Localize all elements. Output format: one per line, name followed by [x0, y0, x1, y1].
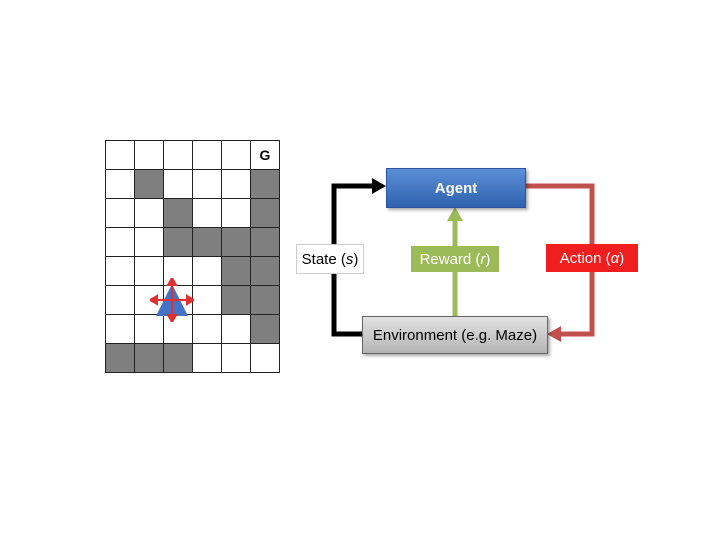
maze-open-cell: [193, 170, 222, 199]
state-arrowhead: [372, 178, 386, 194]
maze-open-cell: [193, 315, 222, 344]
maze-goal-cell: G: [251, 141, 280, 170]
maze-open-cell: [164, 170, 193, 199]
agent-label: Agent: [434, 179, 478, 197]
maze-open-cell: [135, 199, 164, 228]
maze-open-cell: [193, 257, 222, 286]
maze-open-cell: [106, 228, 135, 257]
reward-label: Reward (r): [411, 246, 499, 272]
maze-open-cell: [106, 257, 135, 286]
action-arrowhead: [547, 326, 561, 342]
reward-arrowhead: [447, 207, 463, 221]
maze-wall-cell: [251, 228, 280, 257]
reward-close: ): [485, 250, 491, 268]
maze-open-cell: [135, 228, 164, 257]
maze-wall-cell: [164, 228, 193, 257]
maze-open-cell: [222, 199, 251, 228]
maze-wall-cell: [222, 286, 251, 315]
environment-box: Environment (e.g. Maze): [362, 316, 548, 354]
agent-box: Agent: [386, 168, 526, 208]
maze-open-cell: [164, 141, 193, 170]
reward-var: r: [480, 250, 486, 268]
maze-open-cell: [222, 141, 251, 170]
maze-open-cell: [106, 170, 135, 199]
maze-open-cell: [251, 344, 280, 373]
maze-open-cell: [164, 257, 193, 286]
maze-wall-cell: [164, 199, 193, 228]
maze-wall-cell: [222, 257, 251, 286]
maze-open-cell: [222, 315, 251, 344]
maze-open-cell: [222, 344, 251, 373]
maze-open-cell: [135, 257, 164, 286]
maze-wall-cell: [164, 344, 193, 373]
maze-wall-cell: [222, 228, 251, 257]
arrow-down-icon: [166, 314, 178, 322]
maze-wall-cell: [251, 286, 280, 315]
state-label: State (s): [296, 244, 364, 274]
arrow-right-icon: [186, 294, 194, 306]
maze-wall-cell: [135, 344, 164, 373]
maze-open-cell: [106, 286, 135, 315]
maze-wall-cell: [251, 170, 280, 199]
maze-open-cell: [106, 315, 135, 344]
action-label: Action (α): [546, 244, 638, 272]
maze-wall-cell: [251, 199, 280, 228]
state-text: State (: [301, 250, 346, 268]
maze-open-cell: [222, 170, 251, 199]
environment-label: Environment (e.g. Maze): [372, 326, 538, 344]
maze-open-cell: [164, 315, 193, 344]
state-var: s: [345, 250, 354, 268]
maze-wall-cell: [106, 344, 135, 373]
maze-open-cell: [135, 315, 164, 344]
maze-open-cell: [193, 344, 222, 373]
reward-text: Reward (: [419, 250, 481, 268]
maze-open-cell: [193, 286, 222, 315]
maze-open-cell: [193, 141, 222, 170]
maze-agent-icon: [150, 278, 194, 322]
maze-open-cell: [135, 141, 164, 170]
maze-open-cell: [193, 199, 222, 228]
state-close: ): [353, 250, 359, 268]
maze-open-cell: [106, 141, 135, 170]
action-text: Action (: [559, 249, 611, 267]
maze-wall-cell: [193, 228, 222, 257]
arrow-left-icon: [150, 294, 158, 306]
action-close: ): [619, 249, 625, 267]
maze-wall-cell: [135, 170, 164, 199]
arrow-up-icon: [166, 278, 178, 286]
maze-wall-cell: [251, 315, 280, 344]
maze-open-cell: [106, 199, 135, 228]
maze-wall-cell: [251, 257, 280, 286]
action-var: α: [610, 249, 620, 267]
